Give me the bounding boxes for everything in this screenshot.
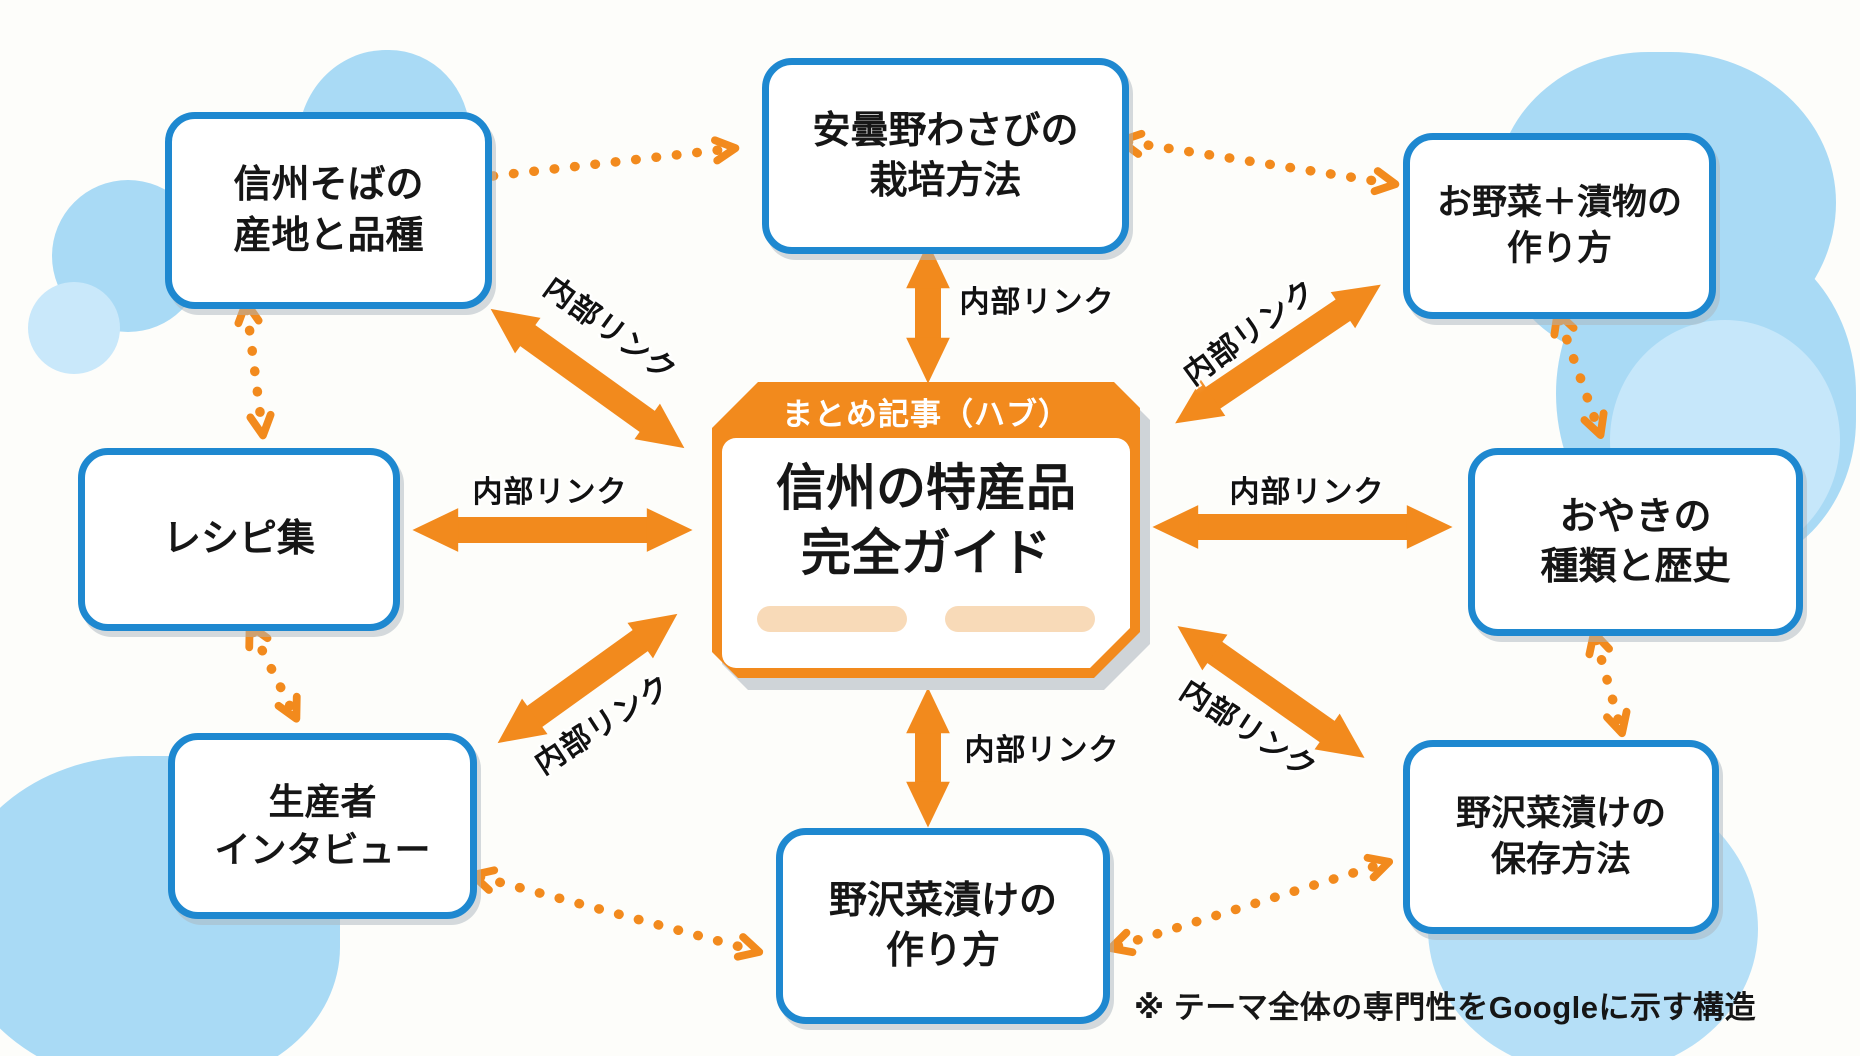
node-label-line: 野沢菜漬けの <box>1455 793 1666 833</box>
arrow-hub-top-right <box>1175 284 1381 424</box>
dotted-link-topcenter-topright <box>1116 129 1400 196</box>
node-label-line: インタビュー <box>214 829 431 870</box>
node-label-line: お野菜＋漬物の <box>1436 182 1682 222</box>
node-wasabi-cultivation: 安曇野わさびの 栽培方法 <box>762 58 1129 254</box>
node-label-line: 種類と歴史 <box>1540 546 1731 588</box>
internal-link-label: 内部リンク <box>959 286 1115 319</box>
internal-link-label: 内部リンク <box>472 476 628 509</box>
dotted-link-topright-right <box>1550 309 1608 439</box>
dotted-link-topleft-left <box>234 298 275 440</box>
placeholder-bar <box>757 606 907 632</box>
node-label-line: レシピ集 <box>162 518 315 561</box>
arrow-hub-bottom-right <box>1177 626 1365 758</box>
internal-link-label: 内部リンク <box>964 734 1120 767</box>
placeholder-bar <box>945 606 1095 632</box>
node-label-line: 産地と品種 <box>233 214 424 257</box>
dotted-link-bottomleft-bottomcenter <box>468 866 764 961</box>
node-label-line: 生産者 <box>268 781 377 823</box>
internal-link-label: 内部リンク <box>1229 476 1385 509</box>
dotted-link-bottomcenter-bottomright <box>1106 853 1394 957</box>
node-recipes: レシピ集 <box>78 448 400 631</box>
hub-title-line: 完全ガイド <box>801 525 1051 581</box>
node-label-line: 安曇野わさびの <box>812 109 1079 152</box>
node-label-line: 野沢菜漬けの <box>828 879 1057 922</box>
node-label-line: おやきの <box>1559 495 1712 538</box>
node-vegetable-pickles: お野菜＋漬物の 作り方 <box>1403 133 1716 319</box>
node-shinshu-soba: 信州そばの 産地と品種 <box>165 112 492 309</box>
dotted-link-topleft-topcenter <box>420 136 740 196</box>
dotted-link-left-bottomleft <box>245 621 301 723</box>
node-label-line: 作り方 <box>1506 229 1612 268</box>
node-label-line: 作り方 <box>885 930 1000 972</box>
hub-summary-article: まとめ記事（ハブ） 信州の特産品 完全ガイド <box>712 382 1140 678</box>
hub-title-line: 信州の特産品 <box>776 460 1076 516</box>
arrow-hub-bottom-left <box>497 613 678 744</box>
hub-body: 信州の特産品 完全ガイド <box>722 438 1130 668</box>
node-label-line: 信州そばの <box>233 164 424 207</box>
node-producer-interview: 生産者 インタビュー <box>168 733 477 919</box>
node-nozawana-making: 野沢菜漬けの 作り方 <box>776 828 1110 1024</box>
hub-placeholder-lines <box>757 606 1095 632</box>
decorative-blob <box>28 282 120 374</box>
footnote: ※ テーマ全体の専門性をGoogleに示す構造 <box>1133 990 1756 1025</box>
node-oyaki-history: おやきの 種類と歴史 <box>1468 448 1803 636</box>
node-label-line: 保存方法 <box>1490 840 1631 879</box>
node-label-line: 栽培方法 <box>869 160 1022 202</box>
hub-badge: まとめ記事（ハブ） <box>782 396 1070 432</box>
node-nozawana-storage: 野沢菜漬けの 保存方法 <box>1403 740 1719 934</box>
dotted-link-right-bottomright <box>1585 628 1631 738</box>
arrow-hub-top-left <box>490 308 685 449</box>
